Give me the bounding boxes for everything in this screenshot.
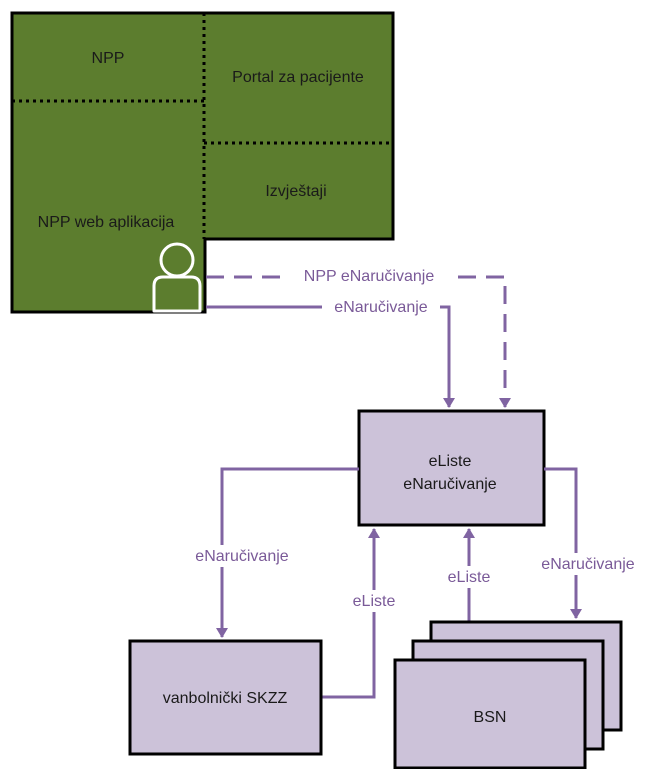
connector-label-bg: [290, 264, 448, 286]
npp-web-label: NPP web aplikacija: [38, 214, 175, 231]
eliste-right-label: eListe: [448, 569, 491, 586]
portal-label: Portal za pacijente: [232, 69, 364, 86]
enarucivanje-right-label: eNaručivanje: [541, 556, 634, 573]
connector-eliste-left: eListe: [321, 528, 406, 699]
npp-block: NPP Portal za pacijente Izvještaji NPP w…: [10, 11, 395, 314]
connector-label-bg: [530, 553, 646, 575]
connector-label-bg: [438, 566, 500, 588]
enarucivanje-top-label: eNaručivanje: [334, 299, 427, 316]
eliste-box-line1: eListe: [429, 453, 472, 470]
vanbolnicki-box-shape: [128, 639, 323, 756]
connector-enarucivanje-right-line: [544, 467, 582, 619]
connector-label-bg: [180, 545, 304, 567]
connector-label-bg: [342, 590, 406, 612]
izvjestaji-label: Izvještaji: [265, 183, 326, 200]
connector-enarucivanje-top-line: [206, 305, 455, 408]
connector-label-bg: [322, 296, 440, 318]
connector-npp-enarucivanje: NPP eNaručivanje: [206, 264, 511, 408]
bsn-label: BSN: [474, 709, 507, 726]
bsn-box-front: [393, 658, 587, 769]
bsn-stack: BSN: [393, 620, 623, 769]
connector-enarucivanje-left: eNaručivanje: [180, 467, 359, 638]
eliste-left-label: eListe: [353, 593, 396, 610]
npp-label: NPP: [92, 50, 125, 67]
vanbolnicki-label: vanbolnički SKZZ: [163, 690, 288, 707]
user-icon: [152, 242, 202, 313]
eliste-box-line2: eNaručivanje: [403, 476, 496, 493]
connector-eliste-right: eListe: [438, 528, 500, 621]
connector-enarucivanje-left-line: [216, 467, 359, 638]
connector-enarucivanje-right: eNaručivanje: [530, 467, 646, 619]
eliste-box: eListe eNaručivanje: [357, 409, 546, 527]
eliste-box-shape: [357, 409, 546, 527]
enarucivanje-left-label: eNaručivanje: [195, 548, 288, 565]
connector-enarucivanje-top: eNaručivanje: [206, 296, 455, 408]
connector-eliste-left-line: [321, 528, 380, 699]
vanbolnicki-box: vanbolnički SKZZ: [128, 639, 323, 756]
npp-enarucivanje-label: NPP eNaručivanje: [304, 268, 435, 285]
